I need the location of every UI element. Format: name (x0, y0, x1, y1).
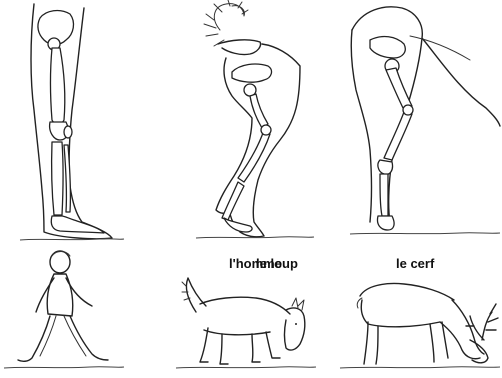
deer-femur (386, 68, 412, 110)
wolf-pelvis (232, 64, 271, 82)
deer-drawing (340, 284, 500, 369)
wolf-leg-drawing (196, 0, 314, 238)
wolf-tibia (238, 130, 270, 182)
wolf-drawing (176, 278, 316, 368)
deer-leg-drawing (350, 7, 500, 234)
walking-human-drawing (4, 251, 124, 368)
deer-pelvis (370, 37, 405, 58)
human-tibia (52, 142, 64, 215)
deer-tibia (384, 112, 412, 160)
label-wolf: le loup (256, 257, 298, 270)
wolf-head (285, 308, 305, 350)
human-foot (51, 216, 104, 233)
label-deer: le cerf (396, 257, 434, 270)
deer-head (470, 340, 488, 363)
wolf-femur (250, 94, 268, 128)
human-leg-drawing (20, 4, 124, 240)
deer-antlers (466, 304, 498, 340)
human-femur (51, 48, 65, 124)
